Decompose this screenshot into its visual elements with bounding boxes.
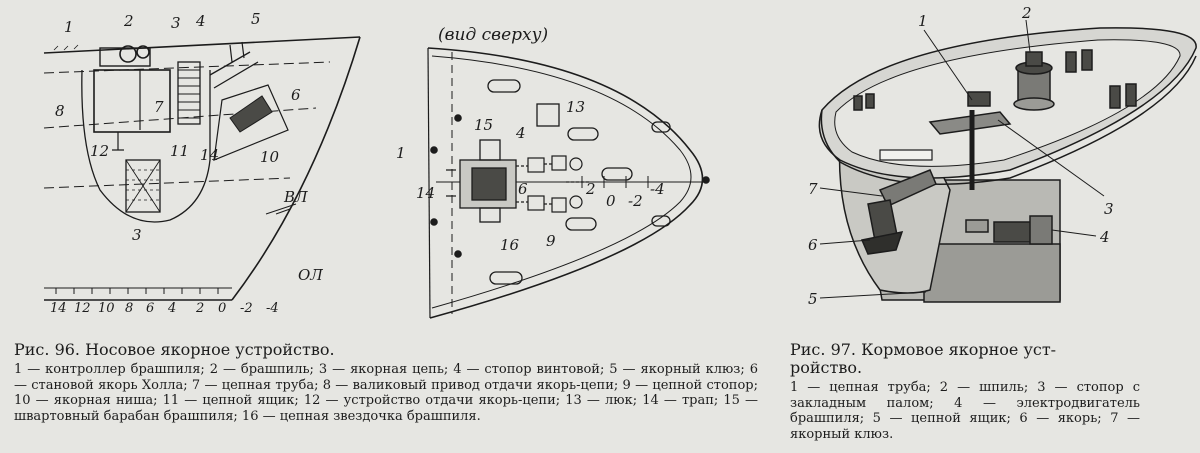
callout-top-14: 14: [416, 184, 435, 202]
fig96-caption-title: Рис. 96. Носовое якорное устройство.: [14, 340, 335, 359]
stern-bitts: [853, 49, 1137, 111]
side-view-callouts: 1 2 3 4 5 6 7 8 10 11 12 14 3 ВЛ ОЛ: [55, 10, 323, 284]
chain-locker-outline: [81, 69, 211, 223]
callout-side-10: 10: [260, 148, 280, 166]
top-deck-edge: [431, 55, 692, 309]
hawse-pipe: [209, 51, 259, 89]
callout-top-m4: -4: [650, 180, 665, 198]
waterline-mark: [265, 203, 297, 215]
frame-0: 0: [218, 301, 226, 316]
frame-4: 4: [167, 301, 176, 316]
callout-side-14: 14: [200, 146, 219, 164]
top-windlass: [446, 139, 517, 223]
callout-side-7: 7: [154, 98, 164, 116]
callout-side-3b: 3: [132, 226, 142, 244]
stern-deck-inner: [834, 39, 1181, 167]
frame-12: 12: [74, 301, 91, 316]
fig97-caption-legend: 1 — цепная труба; 2 — шпиль; 3 — стопор …: [790, 380, 1140, 442]
frame-8: 8: [125, 301, 133, 316]
windlass-housing: [93, 69, 171, 133]
anchor-niche: [213, 84, 289, 161]
callout-side-4: 4: [195, 12, 206, 30]
waterline-label: ВЛ: [283, 188, 308, 206]
anchor-hall: [229, 95, 273, 133]
frame-6: 6: [146, 301, 154, 316]
bow-side-view: [43, 36, 361, 301]
top-view-callouts: (вид сверху) 1 14 15 13 4 6 2 0 -2 -4 16…: [396, 25, 665, 254]
stem-profile: [231, 36, 361, 301]
callout-side-5: 5: [251, 10, 261, 28]
frame-2: 2: [195, 301, 204, 316]
callout-top-13: 13: [566, 98, 585, 116]
dashed-line-upper: [43, 61, 331, 74]
windlass-motor: [965, 215, 1053, 245]
callout-stern-2: 2: [1021, 4, 1032, 22]
callout-side-6: 6: [291, 86, 301, 104]
frame-14: 14: [50, 301, 67, 316]
fig97-caption-title-line2: ройство.: [790, 358, 863, 377]
callout-top-9: 9: [546, 232, 556, 250]
callout-stern-4: 4: [1099, 228, 1110, 246]
top-aft-cut: [427, 47, 431, 319]
chain-locker-box: [923, 243, 1061, 303]
callout-side-3: 3: [171, 14, 181, 32]
top-view-heading: (вид сверху): [438, 25, 548, 45]
chain-locker: [125, 159, 161, 213]
callout-stern-7: 7: [808, 180, 818, 198]
bow-top-view: [427, 47, 710, 319]
frame-10: 10: [98, 301, 115, 316]
stern-fairlead: [879, 149, 933, 161]
fig97-callouts: 1 2 7 3 6 4 5: [808, 4, 1114, 308]
frame-minus4: -4: [266, 301, 279, 316]
top-hull-outline: [427, 47, 704, 319]
windlass-drum: [119, 45, 137, 63]
callout-side-8: 8: [55, 102, 65, 120]
callout-top-m2: -2: [628, 192, 643, 210]
callout-top-0: 0: [606, 192, 616, 210]
callout-top-6: 6: [518, 180, 528, 198]
frame-numbers: 14 12 10 8 6 4 2 0 -2 -4: [50, 301, 279, 316]
callout-top-2: 2: [585, 180, 596, 198]
top-stoppers: [516, 155, 590, 213]
windlass-drum-small: [136, 45, 150, 59]
stern-anchor: [860, 199, 904, 255]
top-hatch: [536, 103, 560, 127]
callout-top-1: 1: [396, 144, 406, 162]
fig96-caption-legend: 1 — контроллер брашпиля; 2 — брашпиль; 3…: [14, 362, 758, 424]
callout-stern-6: 6: [808, 236, 818, 254]
baseline-label: ОЛ: [298, 266, 323, 284]
callout-side-12: 12: [90, 142, 109, 160]
callout-side-2: 2: [123, 12, 134, 30]
frame-ticks: [55, 288, 219, 294]
deck-line: [43, 36, 361, 54]
callout-top-15: 15: [474, 116, 493, 134]
callout-stern-3: 3: [1104, 200, 1114, 218]
capstan: [1013, 51, 1055, 111]
fig97-leader-lines: [819, 19, 1105, 299]
bollards: [487, 79, 671, 285]
callout-side-11: 11: [170, 142, 189, 160]
callout-top-4: 4: [515, 124, 526, 142]
windlass-top: [99, 47, 151, 67]
chain-release-device: [112, 132, 124, 151]
callout-side-1: 1: [64, 18, 74, 36]
fig97-caption-title-line1: Рис. 97. Кормовое якорное уст-: [790, 340, 1057, 359]
ladder: [177, 61, 201, 125]
callout-stern-5: 5: [808, 290, 818, 308]
stern-anchor-illustration: [818, 27, 1197, 303]
frame-minus2: -2: [240, 301, 253, 316]
dashed-line-lower: [43, 177, 291, 189]
callout-stern-1: 1: [918, 12, 928, 30]
callout-top-16: 16: [500, 236, 520, 254]
